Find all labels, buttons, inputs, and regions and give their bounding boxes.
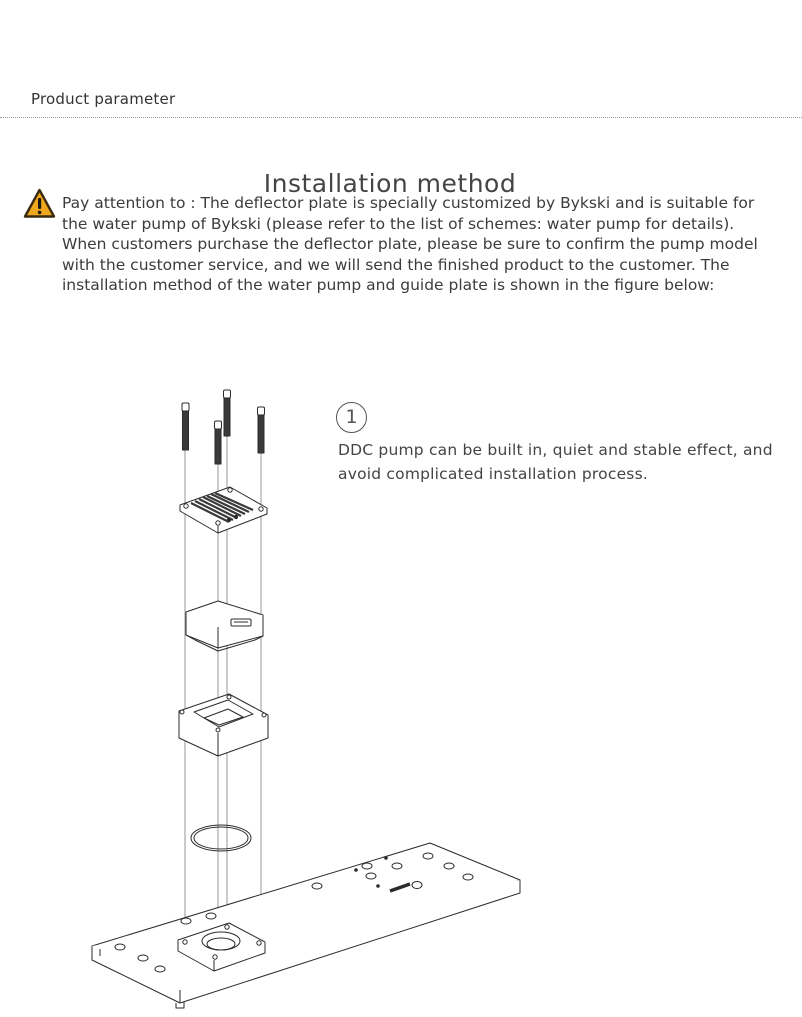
- plate-holes: [114, 852, 474, 973]
- screw-a: [181, 402, 190, 451]
- screw-b: [223, 389, 231, 437]
- pump-top-cover: [179, 486, 268, 534]
- pump-body: [185, 600, 264, 652]
- exploded-installation-diagram: [91, 389, 521, 1009]
- screw-c: [214, 420, 222, 465]
- deflector-plate: [91, 842, 521, 1009]
- step-number-badge: 1: [336, 402, 367, 433]
- o-ring: [190, 824, 252, 852]
- screw-set: [181, 389, 265, 465]
- warning-triangle-icon: [23, 188, 56, 218]
- plate-logo-mark: [389, 882, 411, 893]
- step-description: DDC pump can be built in, quiet and stab…: [338, 441, 773, 483]
- screw-d: [257, 406, 265, 454]
- section-divider: [0, 117, 802, 118]
- notice-text: Pay attention to : The deflector plate i…: [62, 194, 758, 294]
- pump-mount-boss: [177, 922, 266, 972]
- pump-housing: [178, 693, 269, 757]
- page-title: Installation method: [263, 168, 517, 198]
- section-label: Product parameter: [31, 90, 176, 108]
